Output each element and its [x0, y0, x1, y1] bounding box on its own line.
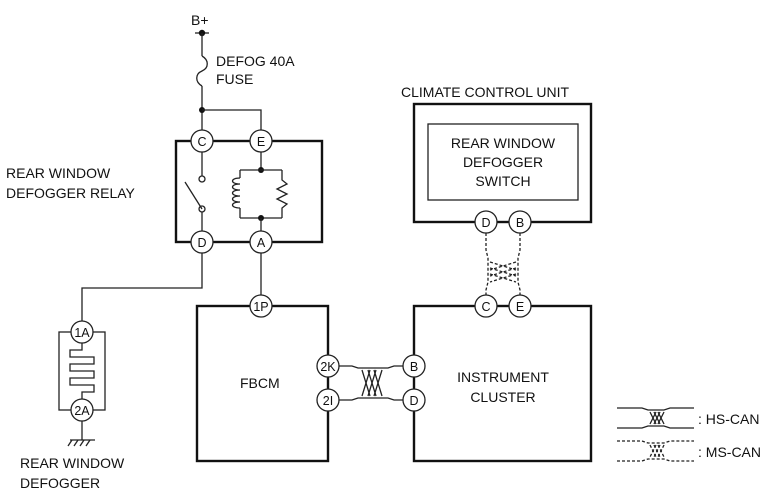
cluster-pin-e-label: E — [516, 300, 524, 314]
power-terminal — [195, 29, 209, 56]
climate-pin-d-label: D — [481, 216, 490, 230]
fbcm-pin-1p-label: 1P — [253, 300, 268, 314]
ground-icon — [67, 421, 95, 447]
defogger-switch-box — [427, 123, 579, 201]
defogger-heating-grid — [69, 343, 95, 399]
fbcm-pin-2i: 2I — [316, 388, 340, 412]
ms-can-twisted-pair — [485, 233, 521, 295]
relay-label-line2: DEFOGGER RELAY — [6, 185, 136, 201]
relay-pin-c: C — [190, 129, 214, 153]
climate-pin-b: B — [508, 210, 532, 234]
defogger-pin-2a: 2A — [70, 398, 94, 422]
defogger-pin-2a-label: 2A — [74, 404, 90, 418]
cluster-pin-c: C — [474, 294, 498, 318]
relay-pin-c-label: C — [197, 135, 206, 149]
fbcm-pin-2i-label: 2I — [323, 394, 333, 408]
defogger-label-line2: DEFOGGER — [20, 475, 100, 491]
cluster-label-line1: INSTRUMENT — [457, 369, 549, 385]
fuse-label-line2: FUSE — [216, 71, 253, 87]
cluster-pin-d-label: D — [409, 394, 418, 408]
switch-label-line2: DEFOGGER — [463, 154, 543, 170]
relay-switch-contact — [184, 152, 206, 231]
fbcm-label: FBCM — [240, 375, 280, 391]
power-label: B+ — [191, 12, 209, 28]
legend-hs-can-symbol — [617, 407, 694, 429]
hs-can-twisted-pair — [339, 365, 403, 401]
cluster-label-line2: CLUSTER — [470, 389, 535, 405]
climate-control-title: CLIMATE CONTROL UNIT — [401, 84, 569, 100]
relay-pin-e: E — [249, 129, 273, 153]
fbcm-pin-2k: 2K — [316, 354, 340, 378]
defogger-relay-box — [174, 139, 324, 244]
instrument-cluster-box — [412, 304, 593, 463]
relay-pin-d: D — [190, 230, 214, 254]
relay-pin-d-label: D — [197, 236, 206, 250]
cluster-pin-c-label: C — [481, 300, 490, 314]
defogger-pin-1a-label: 1A — [74, 326, 90, 340]
climate-control-unit-box — [412, 102, 593, 224]
climate-pin-d: D — [474, 210, 498, 234]
relay-coil — [231, 152, 289, 231]
switch-label-line3: SWITCH — [475, 173, 530, 189]
switch-label-line1: REAR WINDOW — [451, 135, 556, 151]
relay-pin-a-label: A — [257, 236, 266, 250]
defogger-label-line1: REAR WINDOW — [20, 455, 125, 471]
cluster-pin-e: E — [508, 294, 532, 318]
cluster-pin-b: B — [402, 354, 426, 378]
legend-hs-can-label: : HS-CAN — [698, 411, 759, 427]
fuse-to-relay-wires — [199, 86, 262, 130]
fbcm-pin-1p: 1P — [249, 294, 273, 318]
cluster-pin-b-label: B — [410, 360, 418, 374]
relay-label-line1: REAR WINDOW — [6, 165, 111, 181]
legend-ms-can-label: : MS-CAN — [698, 444, 761, 460]
cluster-pin-d: D — [402, 388, 426, 412]
defog-fuse-symbol — [196, 55, 208, 87]
fbcm-pin-2k-label: 2K — [320, 360, 336, 374]
relay-pin-e-label: E — [257, 135, 265, 149]
legend-ms-can-symbol — [617, 440, 694, 462]
relay-pin-a: A — [249, 230, 273, 254]
fuse-label-line1: DEFOG 40A — [216, 53, 295, 69]
relay-to-defogger-wire — [81, 253, 203, 322]
defogger-pin-1a: 1A — [70, 320, 94, 344]
climate-pin-b-label: B — [516, 216, 524, 230]
